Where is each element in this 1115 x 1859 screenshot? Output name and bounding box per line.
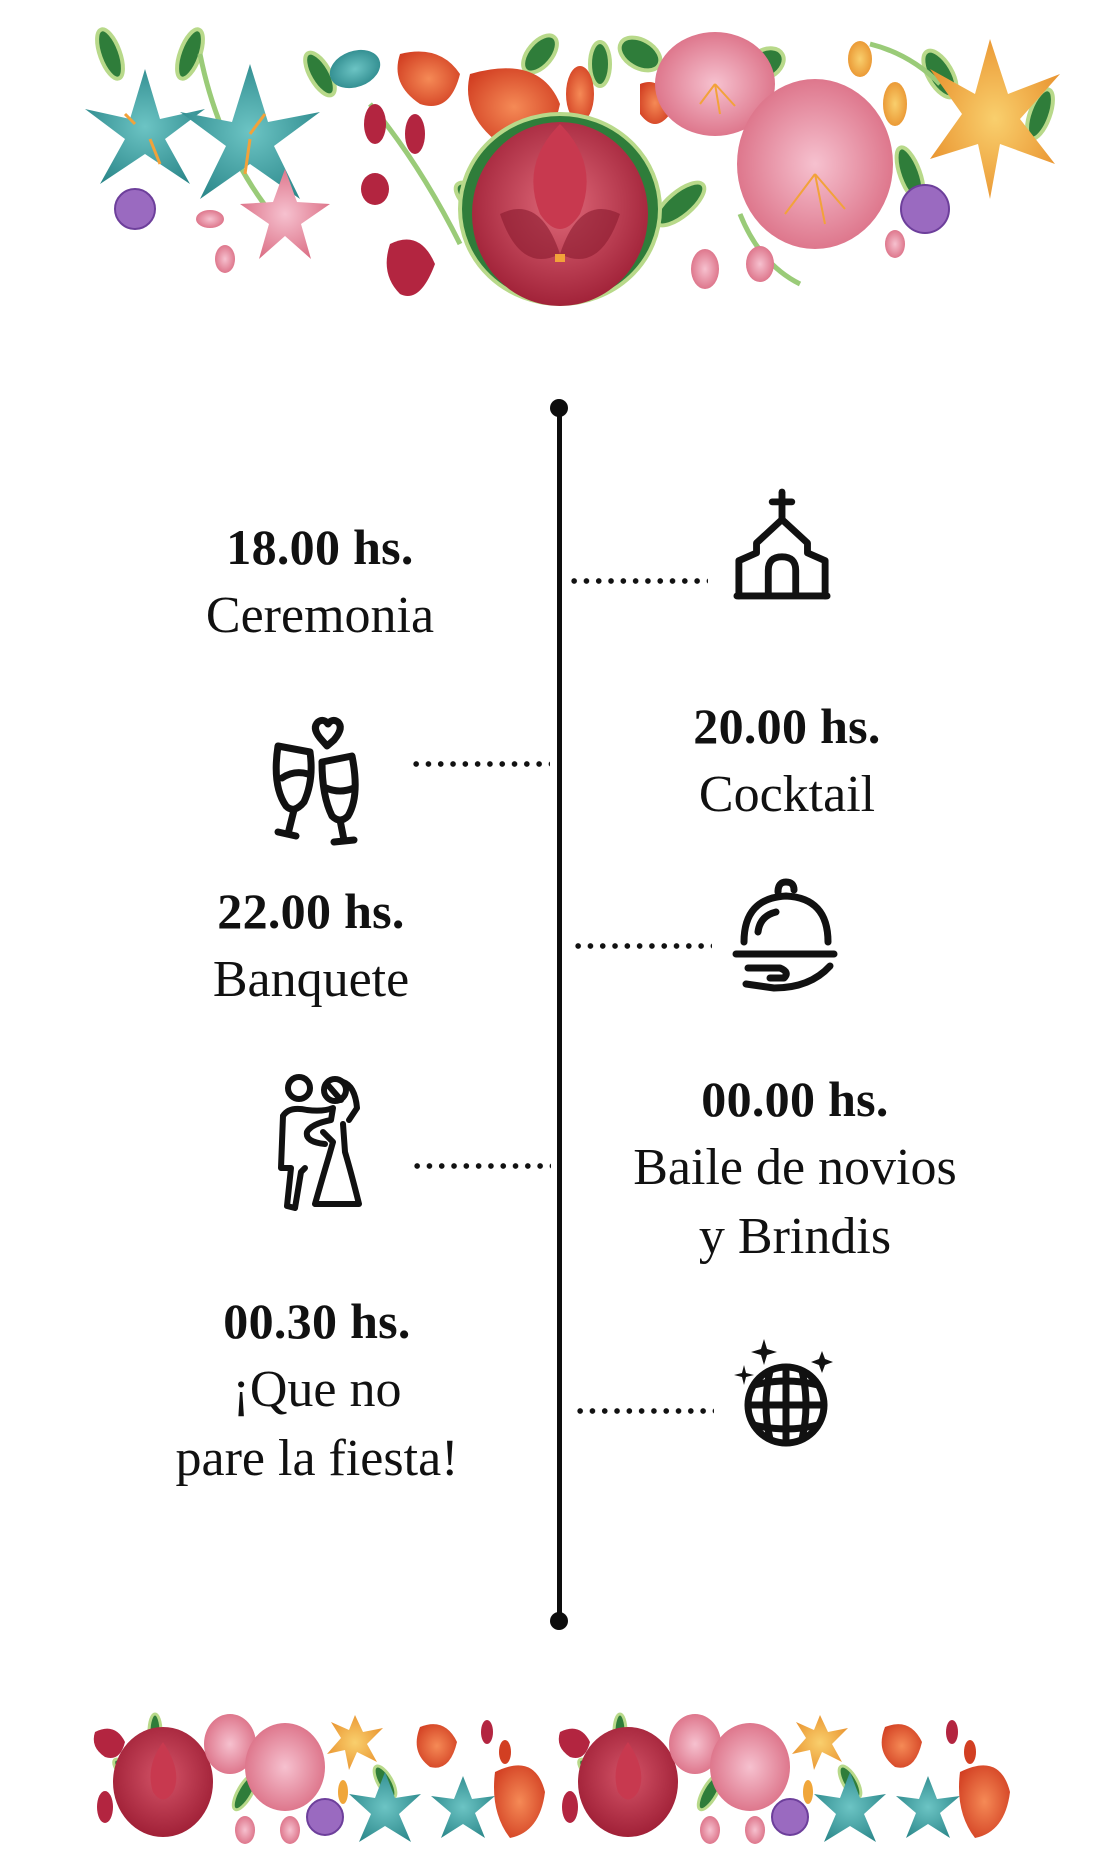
- floral-bottom-border: [85, 1712, 1025, 1848]
- church-icon: [733, 488, 831, 602]
- event-label: pare la fiesta!: [175, 1430, 459, 1487]
- timeline-line: [557, 408, 562, 1621]
- event-time: 20.00 hs.: [693, 698, 881, 754]
- event-baile-de-novios: 00.00 hs. Baile de novios y Brindis: [585, 1065, 1005, 1271]
- event-time: 22.00 hs.: [217, 883, 405, 939]
- event-ceremonia: 18.00 hs. Ceremonia: [110, 513, 530, 650]
- dotted-connector: [572, 943, 712, 949]
- flowers-illustration-icon: [85, 27, 1060, 306]
- dotted-connector: [568, 578, 708, 584]
- dotted-connector: [410, 761, 550, 767]
- floral-top-border: [40, 14, 1080, 314]
- event-banquete: 22.00 hs. Banquete: [101, 877, 521, 1014]
- dotted-connector: [574, 1408, 714, 1414]
- timeline-end-dot: [550, 1612, 568, 1630]
- event-time: 00.30 hs.: [223, 1293, 411, 1349]
- dotted-connector: [411, 1163, 551, 1169]
- event-time: 00.00 hs.: [701, 1071, 889, 1127]
- timeline-start-dot: [550, 399, 568, 417]
- event-label: y Brindis: [698, 1208, 892, 1265]
- serving-cloche-icon: [730, 876, 840, 992]
- dancing-couple-icon: [271, 1072, 369, 1214]
- event-label: Banquete: [212, 951, 410, 1008]
- disco-ball-icon: [730, 1335, 836, 1451]
- event-label: Baile de novios: [633, 1139, 957, 1196]
- flowers-strip-icon: [92, 1712, 1012, 1846]
- event-time: 18.00 hs.: [226, 519, 414, 575]
- event-fiesta: 00.30 hs. ¡Que no pare la fiesta!: [107, 1287, 527, 1493]
- event-label: Ceremonia: [205, 587, 435, 644]
- event-cocktail: 20.00 hs. Cocktail: [577, 692, 997, 829]
- event-label: Cocktail: [698, 766, 876, 823]
- event-label: ¡Que no: [232, 1361, 402, 1418]
- champagne-toast-icon: [264, 710, 370, 846]
